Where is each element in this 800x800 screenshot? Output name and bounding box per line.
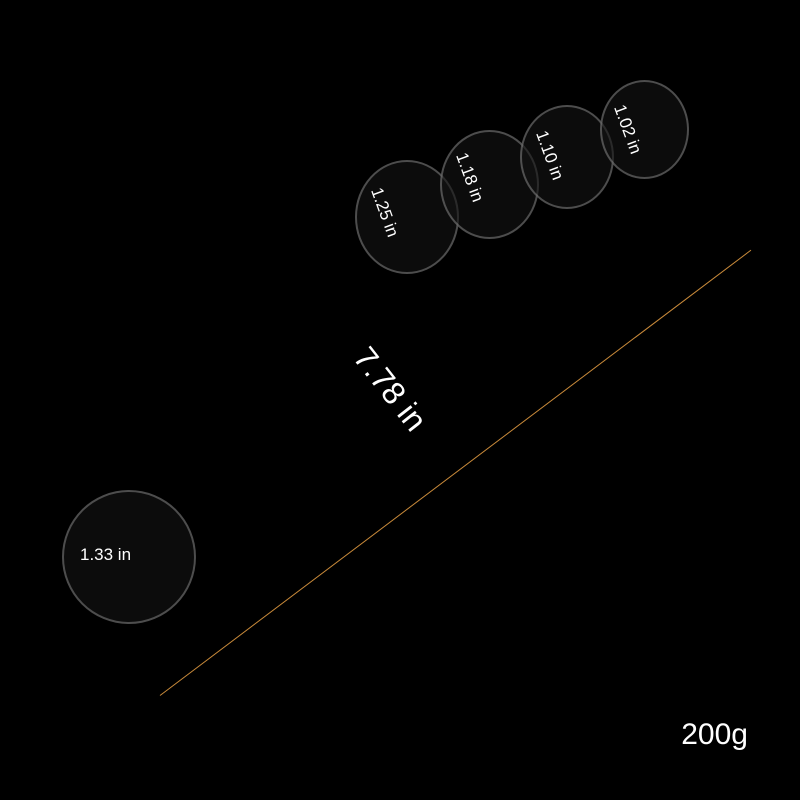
length-dimension-line [159, 249, 752, 696]
end-ball-shape [62, 490, 196, 624]
bead-1-shape [600, 80, 689, 179]
end-ball-label: 1.33 in [80, 545, 132, 564]
weight-label: 200g [681, 718, 748, 751]
total-length-label: 7.78 in [346, 340, 435, 438]
